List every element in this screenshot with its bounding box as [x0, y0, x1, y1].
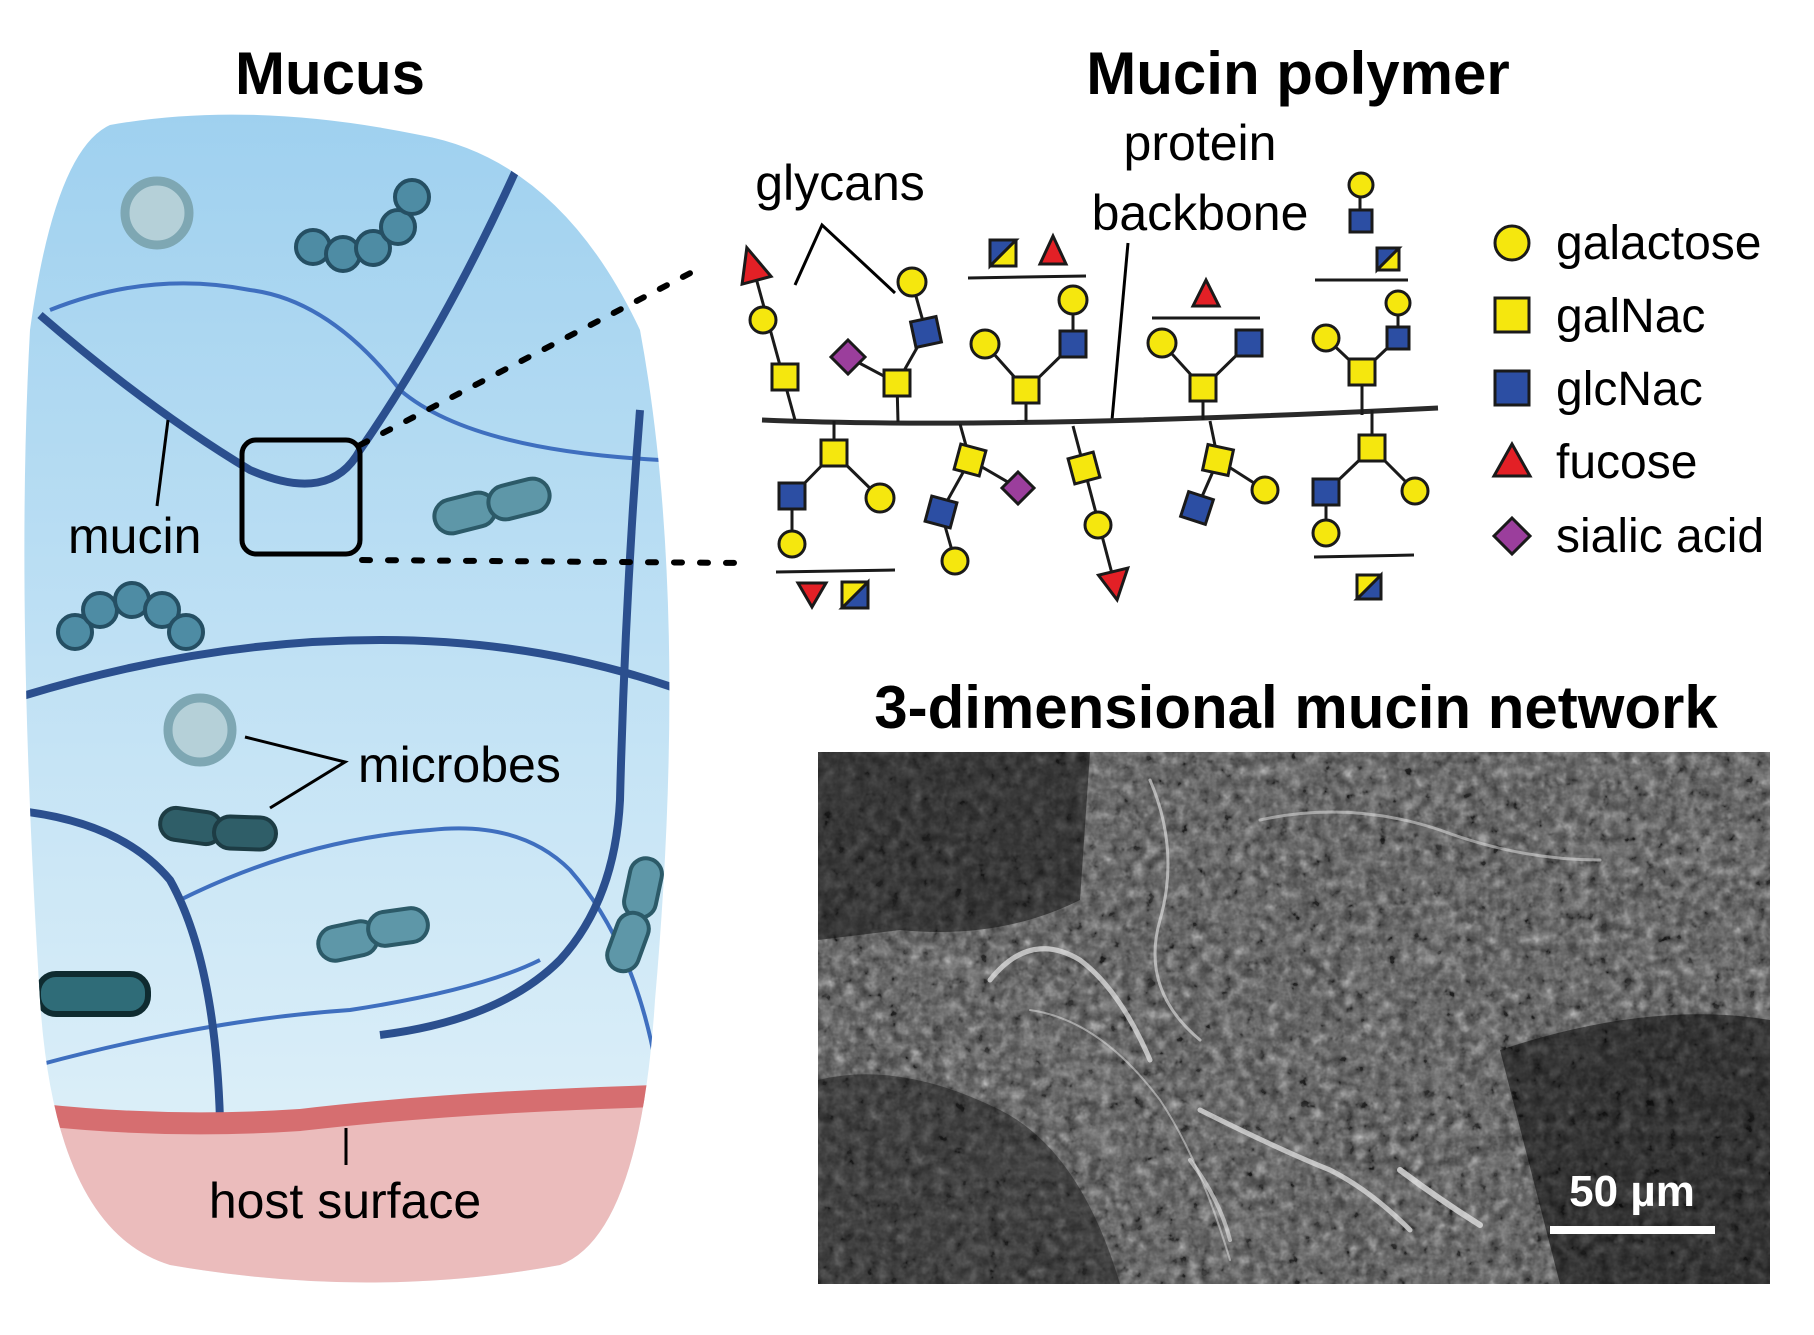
- legend-item-galactose: galactose: [1493, 217, 1761, 270]
- microbe-chain-left: [56, 581, 205, 651]
- sialic-acid-icon: [1491, 515, 1533, 557]
- mucus-title: Mucus: [235, 40, 425, 107]
- mucin-strands-thick: [24, 148, 670, 1261]
- glcnac-icon: [1493, 369, 1531, 407]
- glycan-chain-lower-3: [1066, 450, 1131, 604]
- microbe-rod-vertical: [605, 856, 664, 974]
- svg-text:fucose: fucose: [1556, 436, 1697, 489]
- mucin-polymer-title: Mucin polymer: [1086, 40, 1509, 107]
- glycan-chain-lower-4: [1178, 442, 1280, 527]
- mucin-pointer: [155, 419, 170, 507]
- microbe-rod-mid: [432, 476, 552, 536]
- protein-backbone: [761, 405, 1439, 426]
- scale-bar: [1550, 1226, 1715, 1234]
- mucin-network-micrograph: 50 µm: [818, 752, 1770, 1284]
- galactose-icon: [1493, 224, 1531, 262]
- legend-item-galnac: galNac: [1493, 290, 1705, 343]
- microbe-round-top: [120, 176, 194, 250]
- backbone-pointer: [1110, 242, 1130, 421]
- svg-text:galactose: galactose: [1556, 217, 1761, 270]
- zoom-line-bottom: [359, 557, 748, 566]
- legend-item-fucose: fucose: [1491, 436, 1697, 489]
- glycans-pointer: [793, 222, 897, 295]
- microbe-rod-dark: [158, 805, 278, 852]
- scale-bar-label: 50 µm: [1569, 1167, 1695, 1216]
- glycan-chain-lower-5: [1311, 433, 1430, 601]
- glycan-chain-upper-3: [967, 232, 1089, 405]
- network-title: 3-dimensional mucin network: [874, 674, 1718, 741]
- microbes-label: microbes: [358, 737, 561, 793]
- glycan-chain-upper-5: [1311, 171, 1412, 387]
- microbes-pointer: [244, 735, 349, 810]
- glycans-label: glycans: [755, 155, 925, 211]
- mucin-label: mucin: [68, 508, 201, 564]
- glycan-chain-lower-1: [775, 438, 896, 610]
- host-surface: [24, 1095, 670, 1283]
- glycan-chain-upper-2: [828, 266, 944, 398]
- backbone-label: backbone: [1092, 185, 1309, 241]
- mucus-body: [24, 114, 670, 1283]
- protein-label: protein: [1124, 115, 1277, 171]
- svg-text:galNac: galNac: [1556, 290, 1705, 343]
- glycan-chain-lower-2: [923, 442, 1037, 576]
- microbe-rod-single: [35, 971, 151, 1017]
- glycan-chain-upper-1: [740, 244, 800, 392]
- galnac-icon: [1493, 296, 1531, 334]
- microbe-round-mid: [163, 693, 237, 767]
- fucose-icon: [1491, 440, 1533, 478]
- mucin-zoom-box: [239, 437, 363, 557]
- legend: galactose galNac glcNac fucose sialic ac…: [1491, 217, 1764, 563]
- host-surface-edge: [24, 1084, 670, 1135]
- legend-item-glcnac: glcNac: [1493, 363, 1703, 416]
- microbe-rod-lower: [316, 906, 430, 963]
- legend-item-sialic-acid: sialic acid: [1491, 510, 1764, 563]
- svg-text:glcNac: glcNac: [1556, 363, 1703, 416]
- zoom-line-top: [357, 265, 703, 448]
- host-surface-label: host surface: [209, 1173, 481, 1229]
- microbe-chain-top: [294, 178, 431, 273]
- glycan-chain-upper-4: [1146, 276, 1264, 403]
- svg-text:sialic acid: sialic acid: [1556, 510, 1764, 563]
